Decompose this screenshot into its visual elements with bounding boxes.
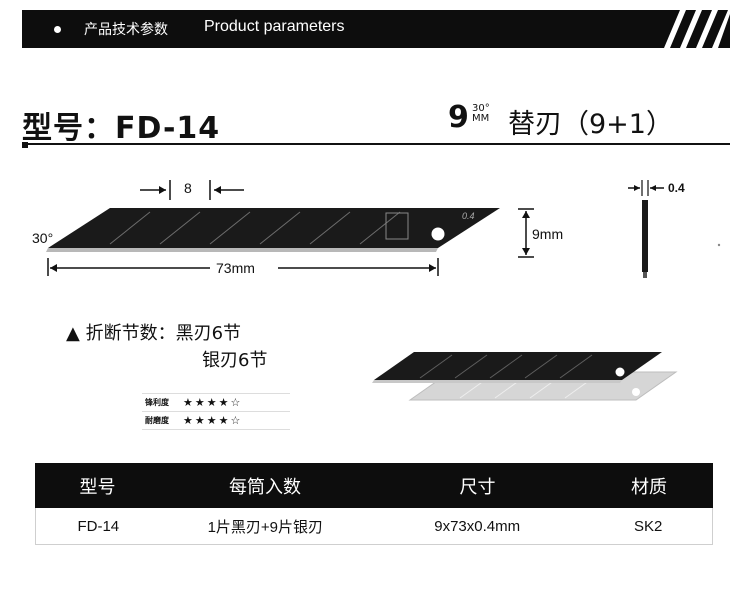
segment-width-label: 8 <box>184 180 192 196</box>
blade-name: 替刃（9+1） <box>508 109 673 140</box>
divider-accent <box>22 142 28 148</box>
cell-material: SK2 <box>633 517 663 535</box>
heading-divider <box>22 143 730 145</box>
blade-mark-text: 0.4 <box>462 211 475 221</box>
blade-size-number: 9 <box>448 100 469 135</box>
header-material: 材质 <box>631 476 667 498</box>
header-quantity: 每筒入数 <box>229 476 301 498</box>
bullet-dot-icon <box>54 26 61 33</box>
model-title: 型号：FD-14 <box>22 111 221 146</box>
angle-label: 30° <box>32 230 54 246</box>
height-label: 9mm <box>532 226 564 242</box>
banner-title-en: Product parameters <box>204 18 345 35</box>
length-label: 73mm <box>216 260 255 276</box>
rating-table: 锋利度 ★★★★☆ 耐磨度 ★★★★☆ <box>142 393 290 430</box>
blade-side-view <box>642 200 648 272</box>
blade-size-title: 9 30° MM 替刃（9+1） <box>448 100 673 140</box>
spec-table-header: 型号 每筒入数 尺寸 材质 <box>35 463 713 508</box>
black-blade-segments: 黑刃6节 <box>175 323 242 344</box>
triangle-icon: ▲ <box>66 323 80 344</box>
rating-row: 耐磨度 ★★★★☆ <box>142 411 290 430</box>
header-model: 型号 <box>79 476 116 498</box>
break-count-section: ▲ 折断节数：黑刃6节 银刃6节 <box>66 320 267 374</box>
rating-stars: ★★★★☆ <box>180 411 290 430</box>
black-blade-shape <box>48 208 500 248</box>
spec-table: 型号 每筒入数 尺寸 材质 FD-14 1片黑刃+9片银刃 9x73x0.4mm… <box>35 463 713 545</box>
header-size: 尺寸 <box>459 476 496 498</box>
break-count-label: 折断节数： <box>85 323 176 344</box>
thickness-label: 0.4 <box>668 181 685 195</box>
rating-stars: ★★★★☆ <box>180 393 290 412</box>
stripes-decoration-icon <box>650 10 730 48</box>
cell-model: FD-14 <box>77 517 120 535</box>
banner-title-cn: 产品技术参数 <box>84 22 168 38</box>
cell-quantity: 1片黑刃+9片银刃 <box>207 518 324 536</box>
table-row: FD-14 1片黑刃+9片银刃 9x73x0.4mm SK2 <box>35 508 713 545</box>
blade-size-sup: 30° MM <box>472 104 490 124</box>
header-banner: 产品技术参数 Product parameters <box>22 10 730 48</box>
blade-unit: MM <box>472 113 490 124</box>
rating-label: 锋利度 <box>142 393 180 412</box>
silver-blade-segments: 银刃6节 <box>202 350 268 371</box>
blade-angle: 30° <box>472 103 490 114</box>
rating-label: 耐磨度 <box>142 411 180 430</box>
rating-row: 锋利度 ★★★★☆ <box>142 393 290 412</box>
cell-size: 9x73x0.4mm <box>434 517 521 535</box>
